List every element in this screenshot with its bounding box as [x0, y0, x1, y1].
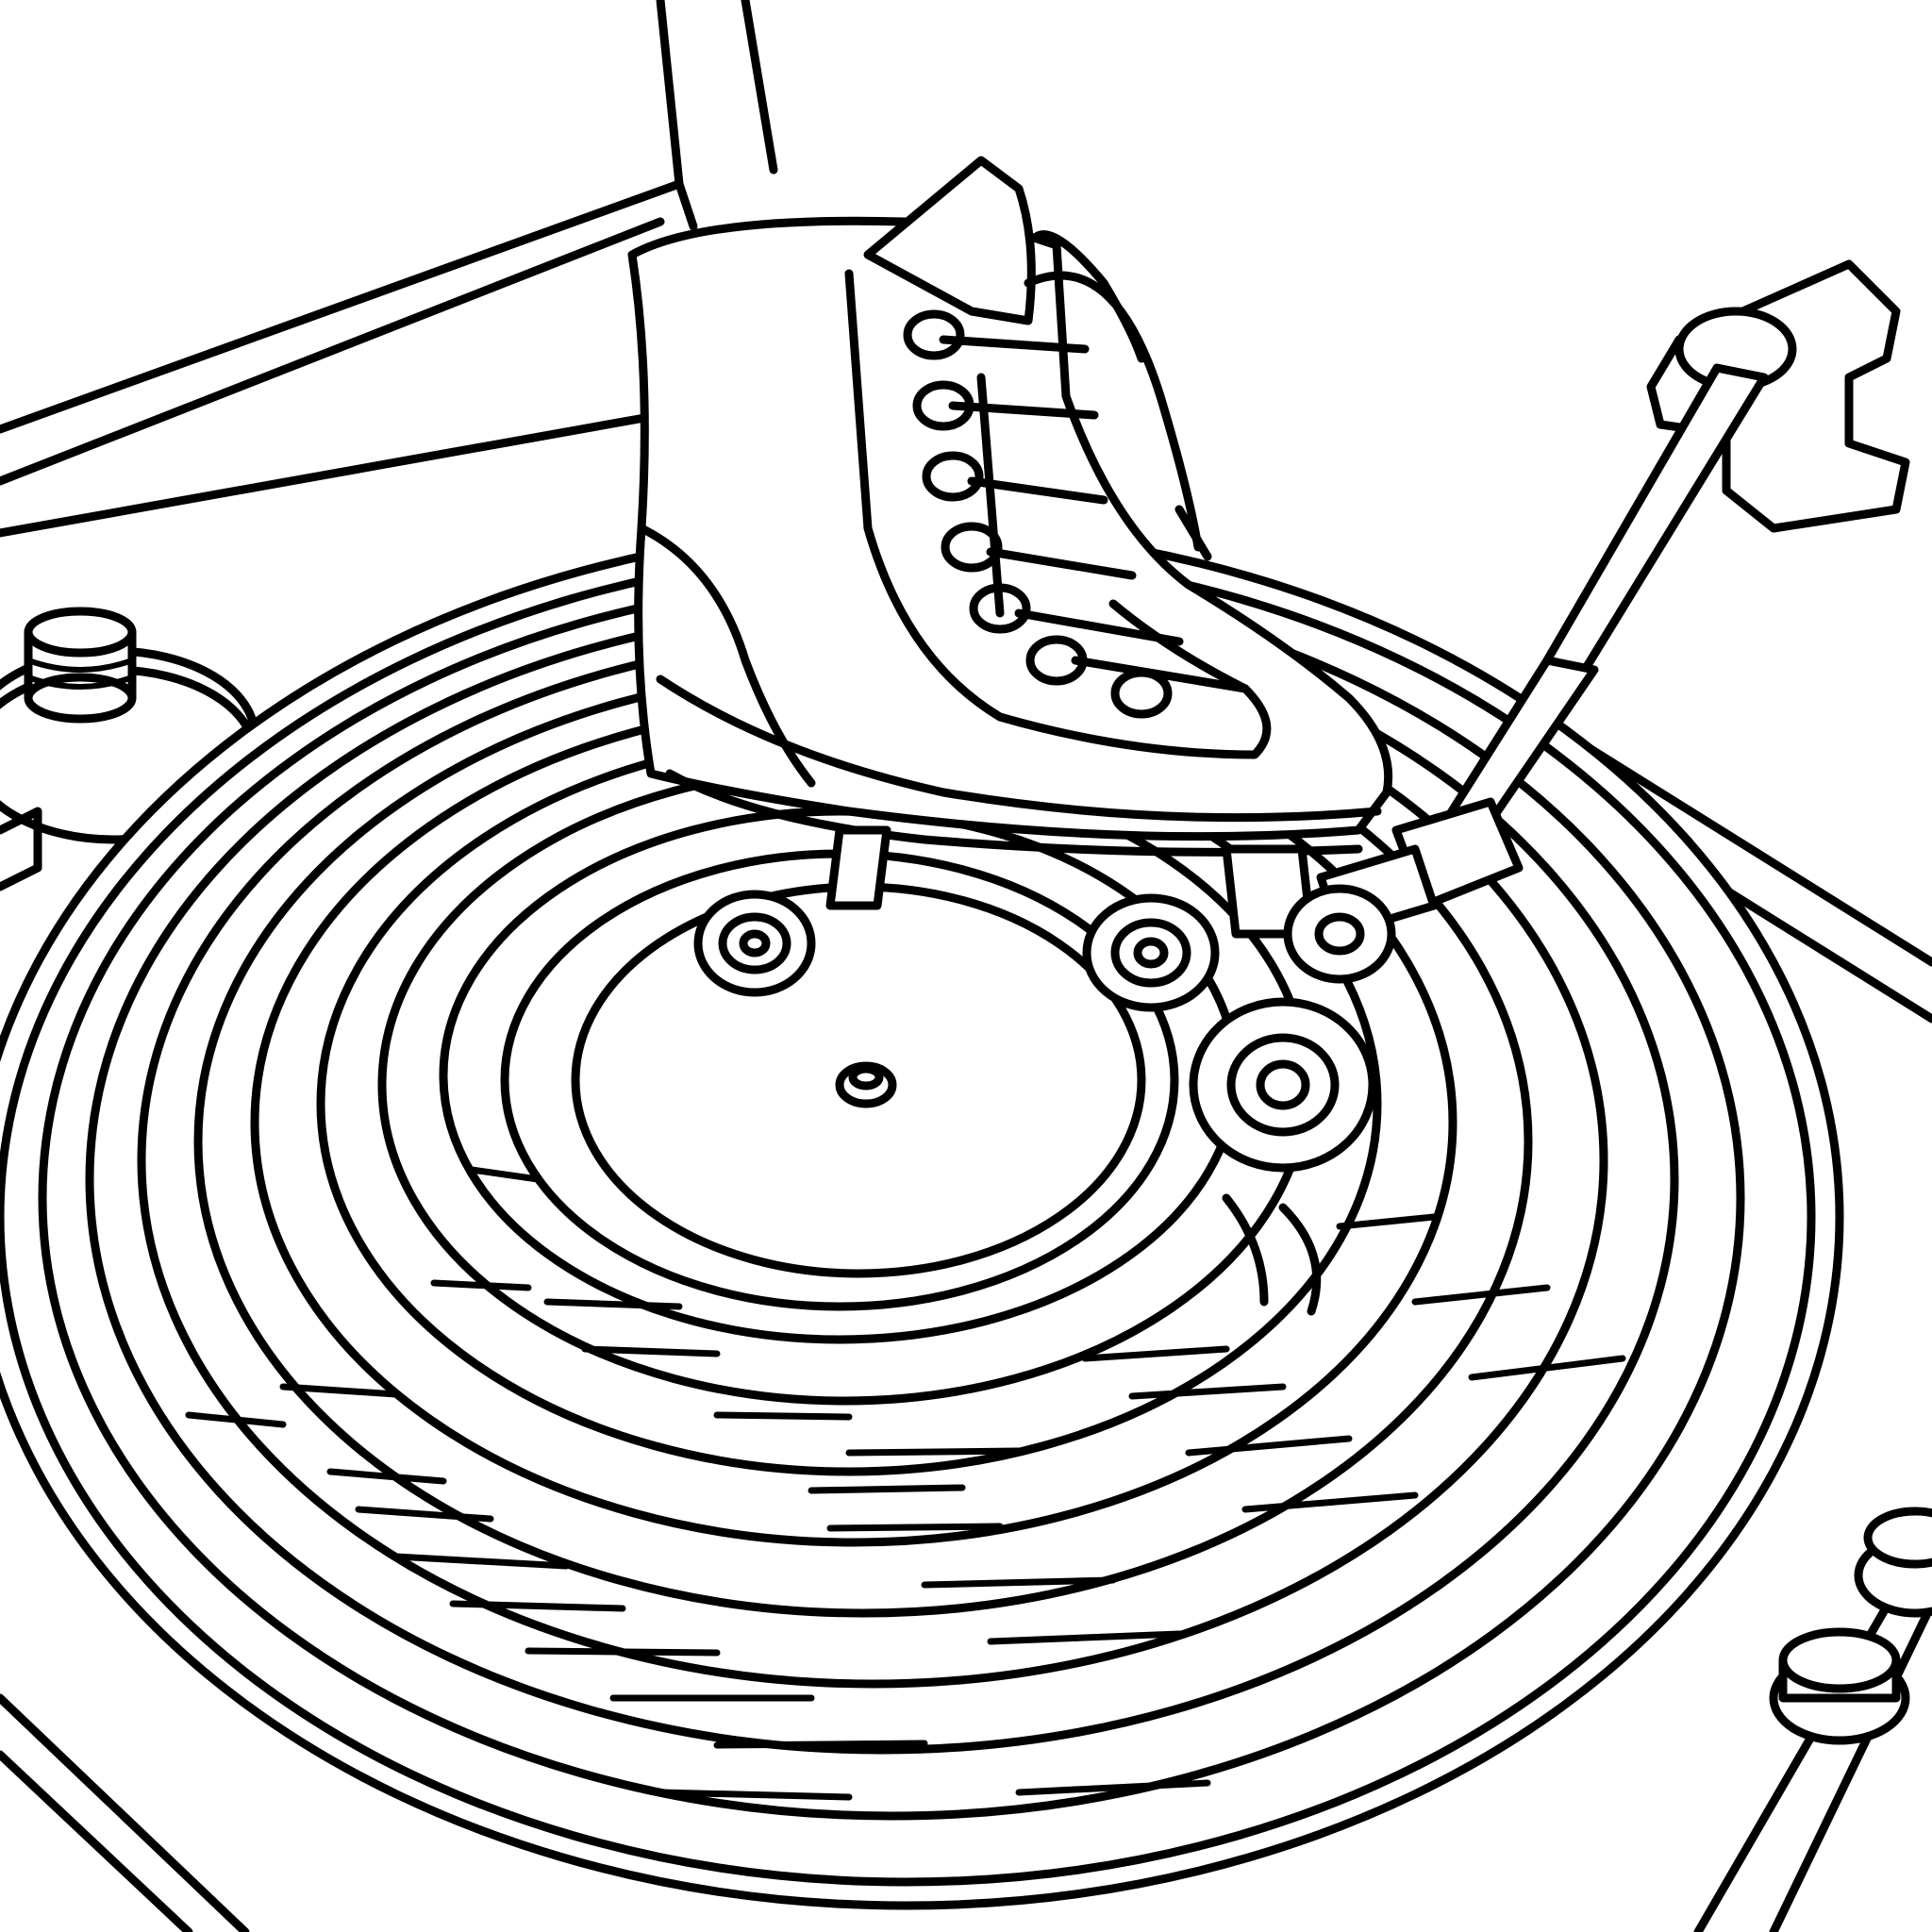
record-groove-hatching [185, 1166, 1626, 1801]
skate-wheels [693, 825, 1396, 1316]
tonearm [1316, 259, 1910, 939]
skate-eyelets [903, 309, 1173, 719]
wheel-front-right [1082, 893, 1220, 1012]
roller-skate [627, 156, 1393, 857]
right-control-knobs [1769, 1507, 1932, 1745]
spindle [835, 1061, 897, 1108]
wheel-front-left [693, 890, 816, 997]
wheel-rear-left [1283, 884, 1396, 984]
wheel-rear-right [1189, 997, 1377, 1173]
background-wall [0, 0, 778, 486]
skate-laces [939, 230, 1250, 693]
